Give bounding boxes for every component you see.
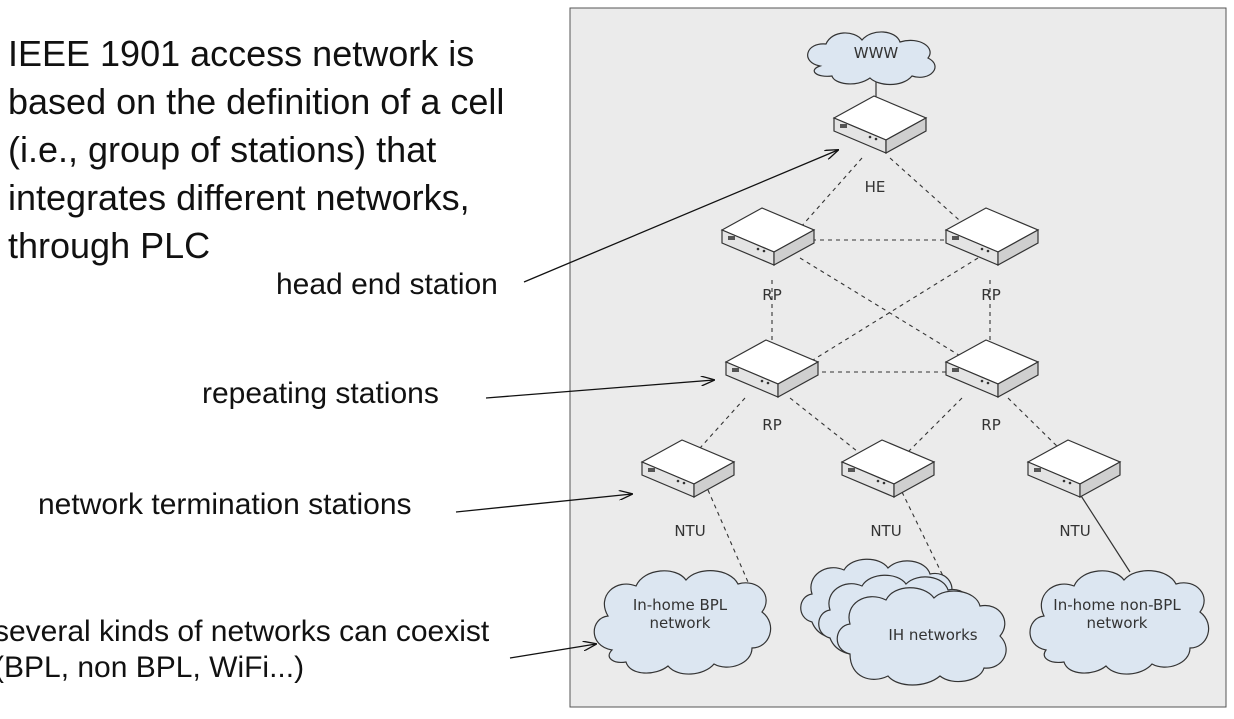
label-rp-1: RP [762, 286, 781, 304]
label-ntu-2: NTU [870, 522, 901, 540]
cloud-ih-label: IH networks [888, 626, 977, 644]
callout-network-termination-stations: network termination stations [38, 488, 412, 521]
callout-head-end-station: head end station [276, 268, 498, 301]
cloud-nonbpl-line1: In-home non-BPL [1053, 596, 1181, 614]
callout-arrows [455, 150, 838, 659]
label-he: HE [865, 178, 886, 196]
arrow-termination [455, 494, 632, 513]
arrow-head-end [523, 150, 838, 283]
label-ntu-1: NTU [674, 522, 705, 540]
callout-repeating-stations: repeating stations [202, 377, 439, 410]
cloud-bpl-line1: In-home BPL [633, 596, 728, 614]
cloud-ih-networks: IH networks [800, 558, 1007, 686]
arrow-network-kinds [509, 644, 596, 659]
cloud-nonbpl-line2: network [1087, 614, 1148, 632]
label-ntu-3: NTU [1059, 522, 1090, 540]
intro-text: IEEE 1901 access network is based on the… [8, 33, 505, 266]
cloud-inhome-nonbpl: In-home non-BPL network [1029, 570, 1210, 675]
link-ntu-nonbpl [1075, 487, 1131, 573]
arrow-repeating [485, 380, 714, 399]
cloud-www-label: WWW [854, 44, 899, 62]
cloud-bpl-line2: network [650, 614, 711, 632]
callout-network-kinds: several kinds of networks can coexist (B… [0, 615, 490, 684]
dashed-links [699, 157, 1067, 583]
label-rp-2: RP [981, 286, 1000, 304]
cloud-www: WWW [807, 31, 936, 86]
cloud-inhome-bpl: In-home BPL network [593, 570, 772, 675]
label-rp-4: RP [981, 416, 1000, 434]
label-rp-3: RP [762, 416, 781, 434]
